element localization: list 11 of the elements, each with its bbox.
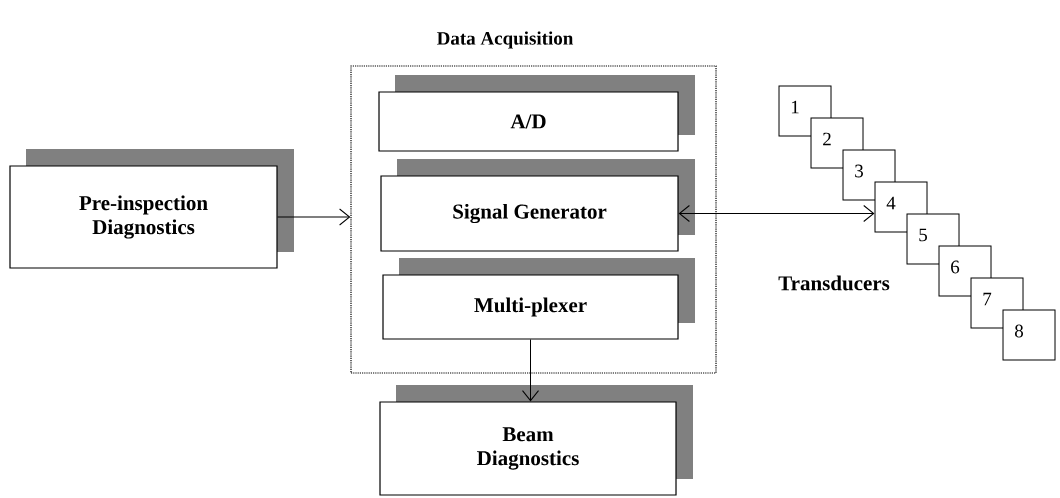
shadowed-box: Pre-inspection Diagnostics	[9, 149, 294, 269]
arrow	[277, 208, 351, 226]
node-label: Data Acquisition	[436, 31, 574, 49]
shadowed-box: Signal Generator	[380, 159, 695, 252]
group-label: Transducers	[778, 275, 890, 291]
shadowed-box: Multi-plexer	[382, 258, 695, 340]
shadowed-box: A/D	[378, 75, 695, 152]
shadowed-box: Beam Diagnostics	[379, 385, 693, 496]
arrow	[678, 205, 875, 222]
transducer-box: 8	[1002, 309, 1056, 361]
arrow	[522, 339, 539, 402]
